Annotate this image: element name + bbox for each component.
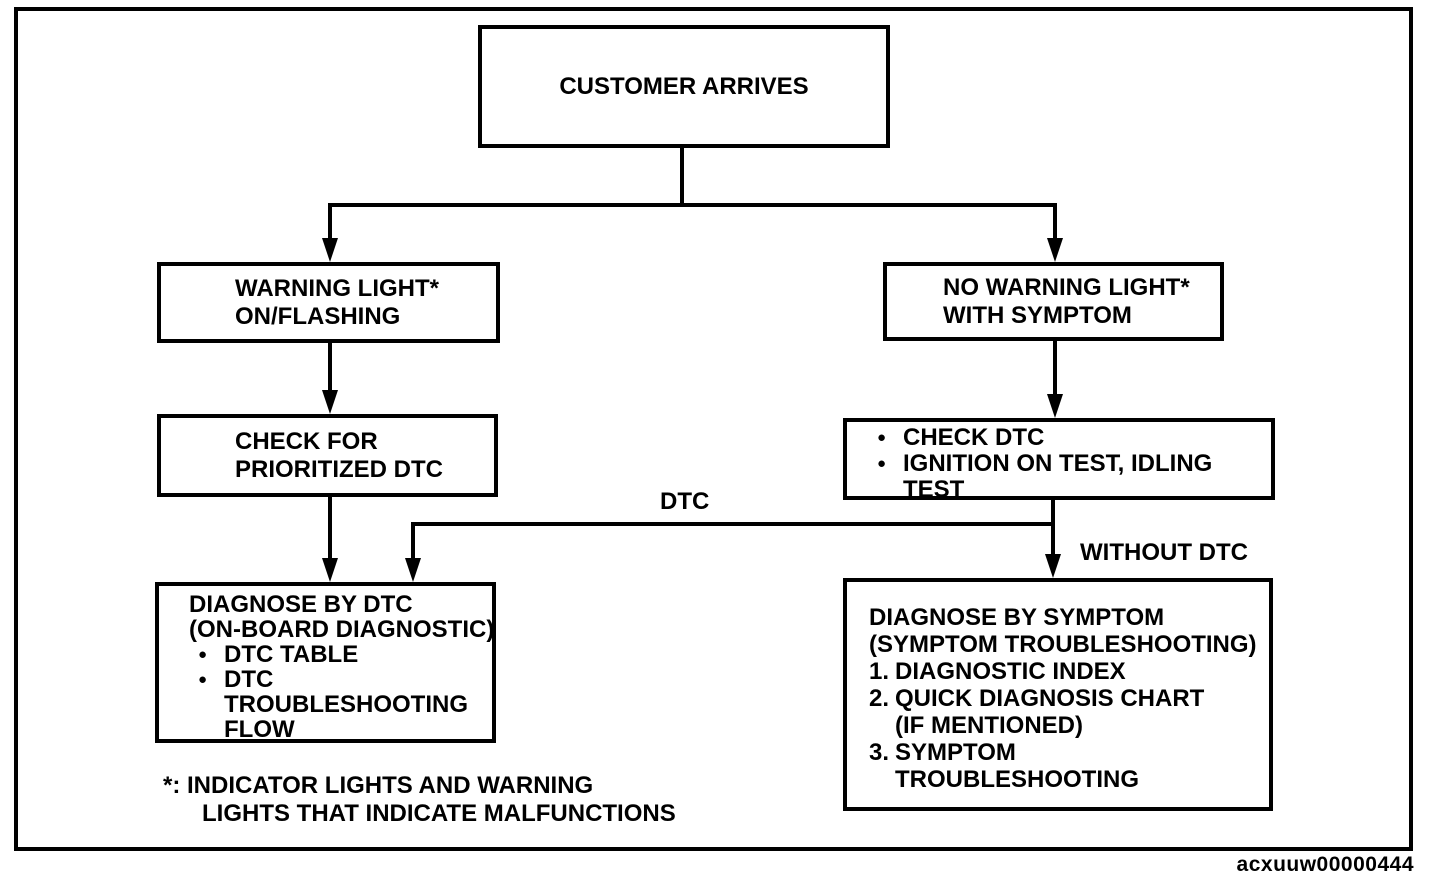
figure-code: acxuuw00000444 bbox=[1236, 853, 1414, 876]
item-number: 1. bbox=[869, 658, 890, 685]
node-title-line: DIAGNOSE BY SYMPTOM bbox=[869, 604, 1165, 631]
bullet-text: IGNITION ON TEST, IDLING bbox=[903, 450, 1213, 477]
bullet-item: ● CHECK DTC bbox=[877, 425, 1267, 451]
item-text: SYMPTOM bbox=[895, 739, 1016, 766]
numbered-item: 2. QUICK DIAGNOSIS CHART (IF MENTIONED) bbox=[869, 685, 1265, 739]
bullet-icon: ● bbox=[198, 671, 208, 688]
node-check-prioritized-dtc: CHECK FOR PRIORITIZED DTC bbox=[157, 414, 498, 497]
footnote-line: LIGHTS THAT INDICATE MALFUNCTIONS bbox=[202, 800, 676, 827]
node-title-line: DIAGNOSE BY DTC bbox=[189, 591, 413, 618]
bullet-item: ● DTC TABLE bbox=[198, 642, 488, 667]
item-text: (IF MENTIONED) bbox=[895, 712, 1083, 739]
node-line: WARNING LIGHT* bbox=[235, 274, 439, 302]
node-no-warning-light: NO WARNING LIGHT* WITH SYMPTOM bbox=[883, 262, 1224, 341]
item-text: TROUBLESHOOTING bbox=[895, 766, 1139, 793]
node-diagnose-by-symptom: DIAGNOSE BY SYMPTOM (SYMPTOM TROUBLESHOO… bbox=[843, 578, 1273, 811]
item-number: 3. bbox=[869, 739, 890, 766]
node-warning-light: WARNING LIGHT* ON/FLASHING bbox=[157, 262, 500, 343]
bullet-icon: ● bbox=[877, 455, 887, 472]
bullet-text: FLOW bbox=[224, 716, 295, 743]
node-diagnose-by-dtc: DIAGNOSE BY DTC (ON-BOARD DIAGNOSTIC) ● … bbox=[155, 582, 496, 743]
arrowhead-icon bbox=[405, 558, 421, 582]
numbered-item: 3. SYMPTOM TROUBLESHOOTING bbox=[869, 739, 1265, 793]
edge-label-without-dtc: WITHOUT DTC bbox=[1080, 539, 1248, 566]
bullet-item: ● DTC TROUBLESHOOTING FLOW bbox=[198, 667, 488, 742]
arrowhead-icon bbox=[322, 558, 338, 582]
arrowhead-icon bbox=[1047, 394, 1063, 418]
arrowhead-icon bbox=[1047, 238, 1063, 262]
node-label: CUSTOMER ARRIVES bbox=[559, 72, 809, 100]
footnote: *: INDICATOR LIGHTS AND WARNING LIGHTS T… bbox=[163, 772, 676, 828]
arrowhead-icon bbox=[1045, 554, 1061, 578]
arrowhead-icon bbox=[322, 238, 338, 262]
node-customer-arrives: CUSTOMER ARRIVES bbox=[478, 25, 890, 148]
arrowhead-icon bbox=[322, 390, 338, 414]
bullet-text: TROUBLESHOOTING bbox=[224, 691, 468, 718]
item-text: QUICK DIAGNOSIS CHART bbox=[895, 685, 1205, 712]
node-line: WITH SYMPTOM bbox=[943, 301, 1132, 329]
footnote-line: *: INDICATOR LIGHTS AND WARNING bbox=[163, 772, 594, 799]
node-title-line: (ON-BOARD DIAGNOSTIC) bbox=[189, 616, 495, 643]
diagram-border bbox=[14, 7, 1413, 851]
bullet-text: CHECK DTC bbox=[903, 424, 1045, 451]
bullet-text: TEST bbox=[903, 476, 965, 503]
bullet-icon: ● bbox=[877, 429, 887, 446]
bullet-text: DTC bbox=[224, 666, 274, 693]
bullet-icon: ● bbox=[198, 646, 208, 663]
node-line: CHECK FOR bbox=[235, 427, 378, 455]
bullet-text: DTC TABLE bbox=[224, 641, 359, 668]
edge-label-dtc: DTC bbox=[660, 488, 710, 515]
numbered-item: 1. DIAGNOSTIC INDEX bbox=[869, 658, 1265, 685]
item-number: 2. bbox=[869, 685, 890, 712]
bullet-item: ● IGNITION ON TEST, IDLING TEST bbox=[877, 451, 1267, 503]
node-check-dtc: ● CHECK DTC ● IGNITION ON TEST, IDLING T… bbox=[843, 418, 1275, 503]
item-text: DIAGNOSTIC INDEX bbox=[895, 658, 1126, 685]
node-line: ON/FLASHING bbox=[235, 302, 401, 330]
node-line: NO WARNING LIGHT* bbox=[943, 273, 1190, 301]
node-line: PRIORITIZED DTC bbox=[235, 455, 443, 483]
node-title-line: (SYMPTOM TROUBLESHOOTING) bbox=[869, 631, 1257, 658]
